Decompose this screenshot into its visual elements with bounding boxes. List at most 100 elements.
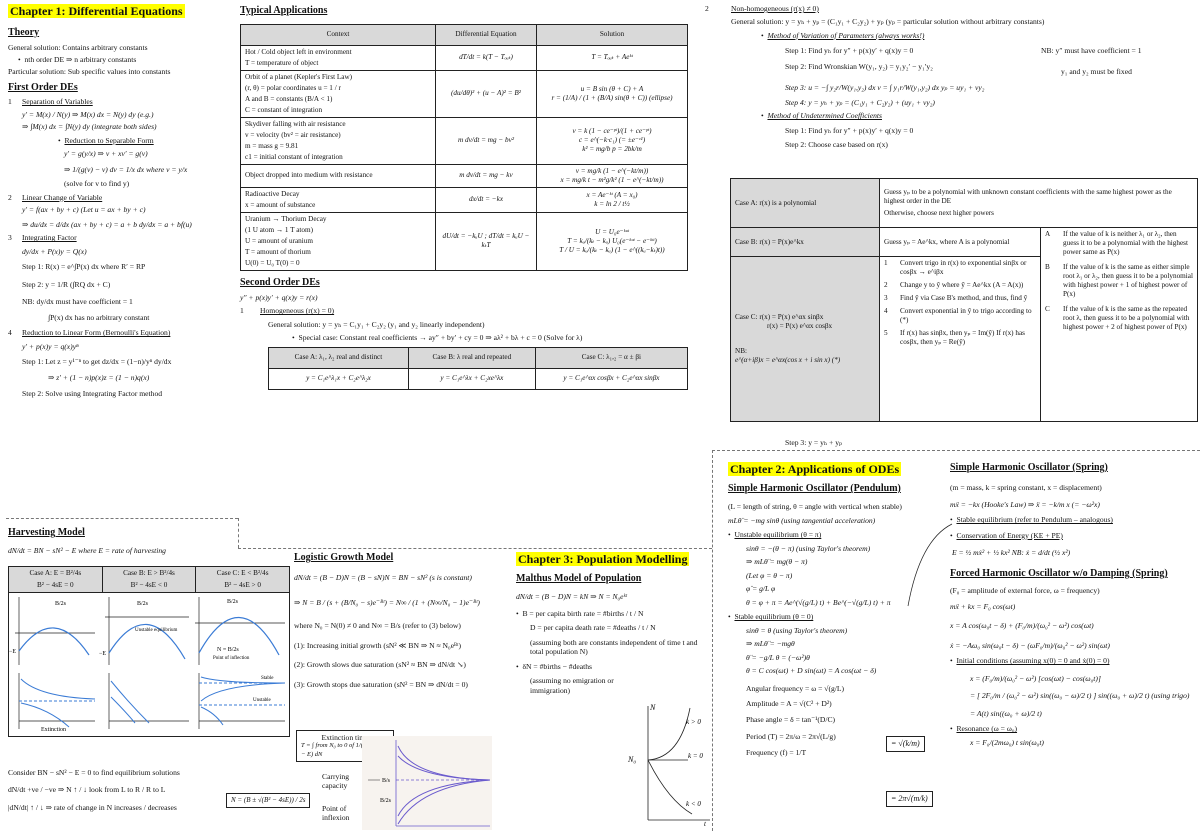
uc-step3: Step 3: y = yₕ + yₚ bbox=[785, 438, 843, 447]
case-b-solution: y = C₁e^λx + C₂xe^λx bbox=[407, 367, 536, 390]
harvesting-notes: Consider BN − sN² − E = 0 to find equili… bbox=[8, 768, 180, 812]
harvesting-title: Harvesting Model bbox=[8, 527, 85, 538]
logistic-graph: B/s B/2s bbox=[362, 736, 492, 830]
case-c-head: Case C: λ₁,₂ = α ± βi bbox=[534, 346, 689, 369]
de-cell: (du/dθ)² + (u − A)² = B² bbox=[435, 69, 537, 118]
divider bbox=[712, 450, 713, 831]
divider bbox=[238, 518, 239, 548]
logistic-title: Logistic Growth Model bbox=[294, 552, 394, 563]
uc-title: Method of Undetermined Coefficients bbox=[767, 111, 882, 121]
harvesting-section: Harvesting Model dN/dt = BN − sN² − E wh… bbox=[8, 527, 288, 555]
chapter2-title: Chapter 2: Applications of ODEs bbox=[728, 462, 902, 476]
solution-cell: x = Ae⁻ᵏᵗ (A = x₀)k = ln 2 / t½ bbox=[536, 186, 688, 213]
pendulum-arrow bbox=[907, 523, 953, 607]
first-order-heading: First Order DEs bbox=[8, 81, 78, 93]
bullet-icon: • bbox=[18, 54, 21, 64]
period-box: = 2π√(m/k) bbox=[886, 791, 933, 807]
case-a-head: Case A: λ₁, λ₂ real and distinct bbox=[268, 346, 409, 369]
vop-title: Method of Variation of Parameters (alway… bbox=[767, 30, 925, 40]
special-case-text: Special case: Constant real coefficients… bbox=[298, 333, 583, 343]
svg-text:k > 0: k > 0 bbox=[686, 718, 701, 726]
context-cell: Orbit of a planet (Kepler's First Law)(r… bbox=[240, 69, 436, 118]
chapter3-title: Chapter 3: Population Modelling bbox=[516, 552, 690, 566]
stable-label: Stable bbox=[261, 676, 274, 681]
forced-title: Forced Harmonic Oscillator w/o Damping (… bbox=[950, 567, 1168, 579]
case-a-solution: y = C₁e^λ₁x + C₂e^λ₂x bbox=[268, 367, 409, 390]
de-cell: m dv/dt = mg − bv² bbox=[435, 116, 537, 165]
bullet-icon: • bbox=[292, 333, 295, 343]
svg-text:t: t bbox=[704, 820, 707, 828]
chapter3-section: Chapter 3: Population Modelling Malthus … bbox=[516, 552, 712, 695]
svg-text:k < 0: k < 0 bbox=[686, 800, 701, 808]
inflexion-label: Point of inflexion bbox=[322, 804, 350, 823]
bullet-icon: • bbox=[761, 111, 764, 121]
case-a-diagram: B/2s −E Extinction bbox=[9, 597, 96, 733]
table-header-row: Context Differential Equation Solution bbox=[240, 23, 688, 46]
bullet-icon: • bbox=[950, 530, 953, 540]
de-cell: m dv/dt = mg − kv bbox=[435, 163, 537, 188]
particular-solution-text: Particular solution: Sub specific values… bbox=[8, 67, 171, 77]
bullet-icon: • bbox=[728, 612, 731, 622]
context-cell: Uranium → Thorium Decay(1 U atom → 1 T a… bbox=[240, 211, 436, 271]
solution-cell: v = mg/k (1 − e^(−kt/m))x = mg/k t − m²g… bbox=[536, 163, 688, 188]
homogeneous-title: Homogeneous (r(x) = 0) bbox=[260, 306, 335, 316]
case-b-label: Case B: r(x) = P(x)e^kx bbox=[730, 227, 880, 257]
svg-text:N₀: N₀ bbox=[627, 755, 636, 764]
second-order-title: Second Order DEs bbox=[240, 276, 320, 288]
svg-text:B/s: B/s bbox=[382, 778, 391, 784]
second-order-cases-table: Case A: λ₁, λ₂ real and distinct Case B:… bbox=[268, 346, 689, 390]
typical-applications-title: Typical Applications bbox=[240, 5, 328, 16]
divider bbox=[6, 518, 238, 519]
reduction-separable-title: Reduction to Separable Form bbox=[64, 135, 154, 145]
solution-cell: v = k (1 − ce⁻ᵖᵗ)/(1 + ce⁻ᵖᵗ)c = e^(−k·c… bbox=[536, 116, 688, 165]
svg-text:−E: −E bbox=[99, 651, 106, 657]
table-header-cell: Solution bbox=[536, 23, 688, 46]
bullet-icon: • bbox=[728, 530, 731, 540]
homogeneous-general: General solution: y = yₕ = C₁y₁ + C₂y₂ (… bbox=[268, 319, 485, 329]
table-row: Uranium → Thorium Decay(1 U atom → 1 T a… bbox=[240, 211, 688, 271]
svg-text:B/2s: B/2s bbox=[137, 601, 149, 607]
bullet-icon: • bbox=[761, 30, 764, 40]
unstable-label: Unstable equilibrium bbox=[135, 628, 177, 633]
integrating-factor-title: Integrating Factor bbox=[22, 233, 77, 243]
unstable-label: Unstable bbox=[253, 698, 272, 703]
svg-text:N: N bbox=[649, 703, 656, 712]
nonhomogeneous-title: Non-homogeneous (r(x) ≠ 0) bbox=[731, 4, 819, 13]
divider bbox=[712, 450, 1200, 451]
carrying-capacity-label: Carrying capacity bbox=[322, 772, 349, 791]
chapter1-section: Chapter 1: Differential Equations Theory… bbox=[8, 4, 236, 399]
case-b-head: Case B: λ real and repeated bbox=[407, 346, 536, 369]
case-c-label: Case C: r(x) = P(x) e^αx sinβx r(x) = P(… bbox=[730, 256, 880, 422]
pendulum-title: Simple Harmonic Oscillator (Pendulum) bbox=[728, 483, 901, 494]
bullet-icon: • bbox=[58, 135, 61, 145]
case-b-diagram: B/2s Unstable equilibrium −E bbox=[99, 597, 189, 729]
table-row: Object dropped into medium with resistan… bbox=[240, 163, 688, 188]
chapter1-title: Chapter 1: Differential Equations bbox=[8, 4, 185, 18]
context-cell: Object dropped into medium with resistan… bbox=[240, 163, 436, 188]
theory-heading: Theory bbox=[8, 27, 40, 38]
spring-title: Simple Harmonic Oscillator (Spring) bbox=[950, 462, 1108, 473]
b2s-label: B/2s bbox=[55, 601, 67, 607]
malthus-title: Malthus Model of Population bbox=[516, 573, 642, 584]
chapter2-section: Chapter 2: Applications of ODEs Simple H… bbox=[728, 462, 946, 757]
bernoulli-title: Reduction to Linear Form (Bernoulli's Eq… bbox=[22, 328, 171, 338]
